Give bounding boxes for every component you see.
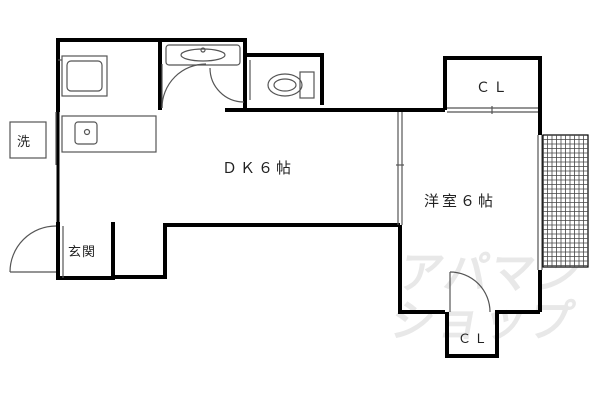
balcony-grid	[543, 135, 588, 267]
toilet-tank	[299, 71, 315, 99]
wall-entrance	[56, 222, 115, 280]
label-laundry: 洗	[17, 135, 31, 150]
bath-door-arc	[161, 63, 207, 109]
walls	[56, 38, 542, 358]
closet-bottom-door-arc	[449, 271, 491, 313]
toilet-seat	[273, 78, 297, 92]
kitchen-sink	[74, 121, 98, 145]
sink-drain	[83, 128, 91, 136]
washbasin	[165, 44, 241, 66]
toilet-bowl	[267, 73, 303, 97]
bath-tub-inner	[66, 60, 103, 92]
wall-closet-top	[443, 56, 542, 135]
washbasin-tap	[200, 47, 206, 53]
washer-box	[9, 121, 47, 159]
bath-tub-box	[61, 55, 108, 97]
label-western: 洋室６帖	[424, 192, 497, 210]
label-closet-top: ＣＬ	[476, 80, 510, 96]
wall-dk-bottom	[113, 223, 400, 279]
kitchen-counter	[61, 115, 157, 153]
interior-lines	[9, 44, 543, 313]
label-entrance: 玄関	[68, 245, 97, 260]
wall-bath-outer	[56, 38, 247, 112]
washbasin-bowl	[180, 48, 226, 62]
washroom-door-arc	[209, 67, 245, 103]
wall-western-bottom-left	[398, 225, 445, 314]
label-closet-bottom: ＣＬ	[458, 332, 491, 347]
wall-closet-bottom	[445, 312, 499, 358]
balcony	[542, 134, 589, 268]
wall-toilet	[245, 53, 324, 105]
entrance-door-arc	[9, 225, 57, 273]
label-dk: ＤＫ６帖	[222, 159, 295, 177]
